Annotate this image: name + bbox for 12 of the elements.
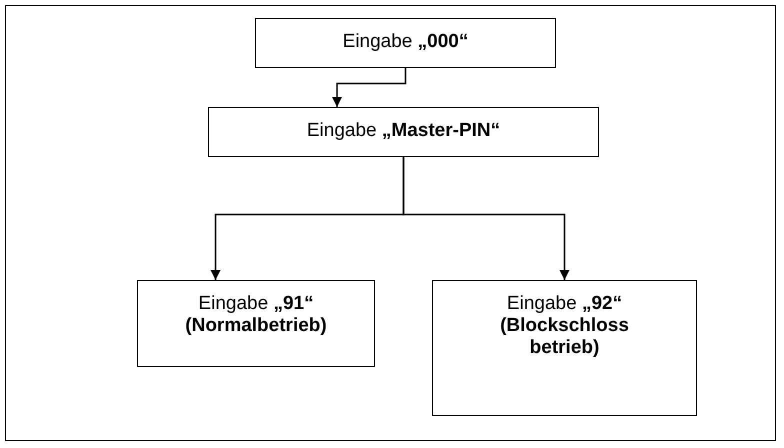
input-label: Eingabe „91“: [198, 293, 314, 315]
process-box: [432, 280, 697, 416]
process-box: [255, 18, 556, 68]
mode-label: (Normalbetrieb): [185, 314, 327, 337]
process-box: [208, 107, 599, 157]
input-label: Eingabe „000“: [342, 31, 468, 53]
input-label: Eingabe „Master-PIN“: [306, 120, 500, 142]
arrow: [402, 157, 570, 280]
arrow: [332, 68, 406, 107]
process-box: [137, 280, 375, 367]
mode-label: (Blockschloss betrieb): [499, 314, 630, 359]
input-label: Eingabe „92“: [506, 293, 622, 315]
